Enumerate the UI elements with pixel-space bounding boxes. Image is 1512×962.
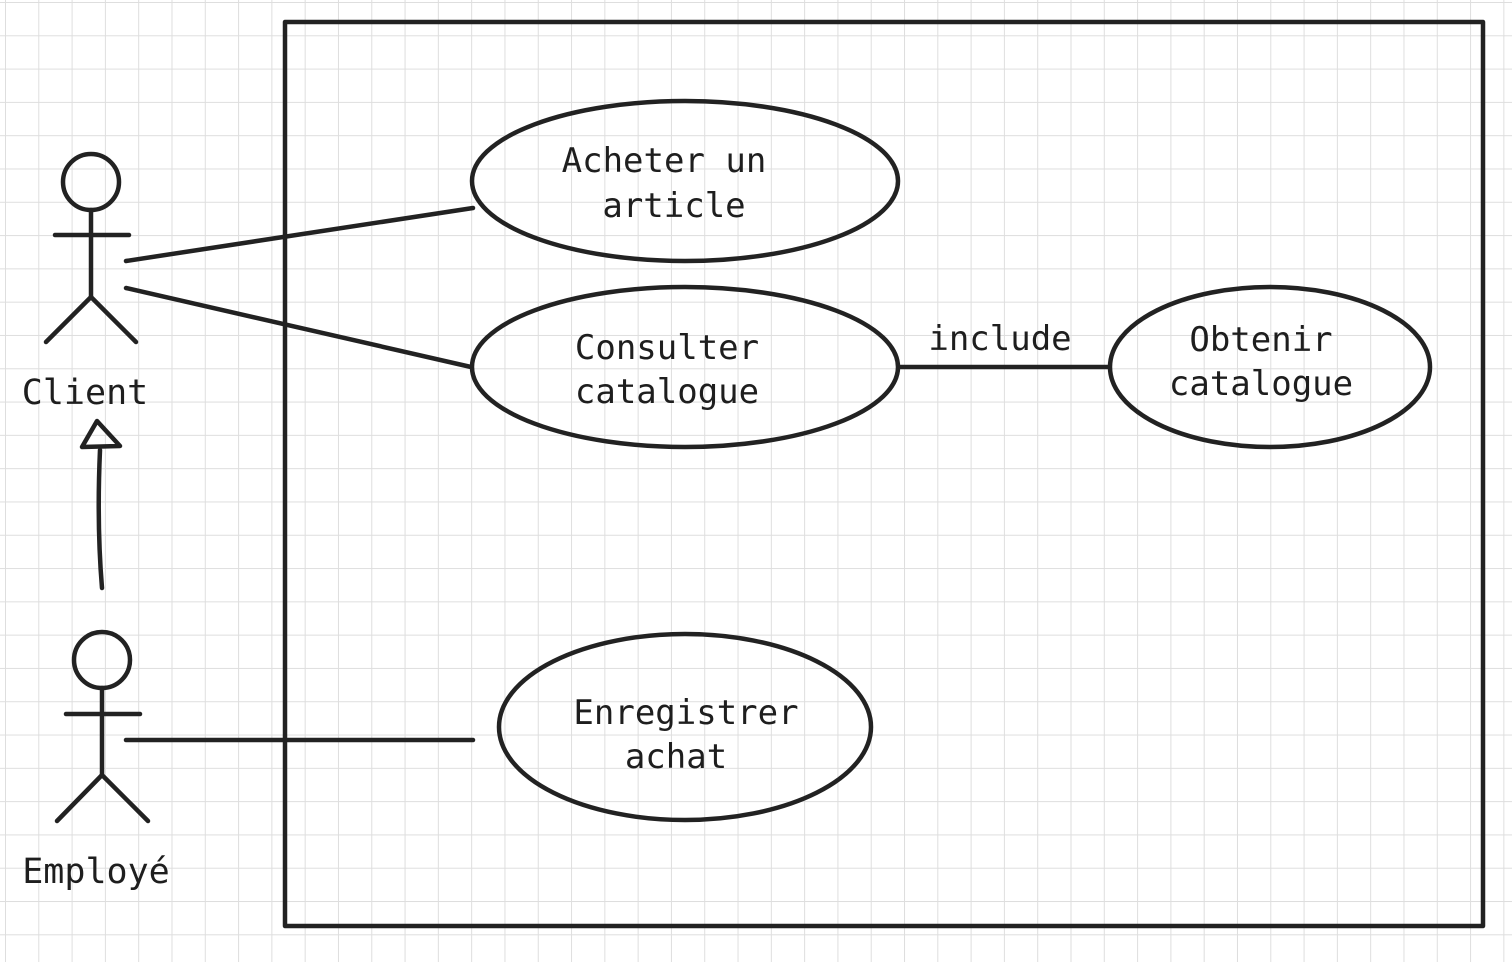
actor-employe[interactable]: Employé <box>22 629 170 892</box>
use-case-acheter-line2: article <box>602 186 745 226</box>
use-case-enregistrer-line1: Enregistrer <box>573 693 798 733</box>
association-client-acheter[interactable] <box>123 205 476 264</box>
system-boundary <box>282 19 1486 929</box>
use-case-obtenir-line1: Obtenir <box>1189 320 1332 360</box>
actor-client-leg-right <box>88 294 139 345</box>
use-case-acheter-ellipse <box>469 98 901 264</box>
use-case-enregistrer-achat[interactable]: Enregistrer achat <box>496 631 874 823</box>
actor-client-label: Client <box>22 373 148 413</box>
generalization-arrow[interactable] <box>79 418 123 591</box>
generalization-arrowhead <box>79 418 123 450</box>
include-label: include <box>928 319 1071 359</box>
use-case-acheter-line1: Acheter un <box>562 141 767 181</box>
actor-client[interactable]: Client <box>22 151 148 413</box>
use-case-obtenir-line2: catalogue <box>1169 364 1353 404</box>
use-case-obtenir-ellipse <box>1107 284 1433 450</box>
use-case-obtenir-catalogue[interactable]: Obtenir catalogue <box>1107 284 1433 450</box>
use-case-enregistrer-line2: achat <box>625 737 727 777</box>
actor-employe-leg-right <box>99 772 151 824</box>
association-client-consulter[interactable] <box>123 285 474 370</box>
use-case-consulter-line2: catalogue <box>575 372 759 412</box>
actor-client-leg-left <box>43 294 94 345</box>
use-case-consulter-catalogue[interactable]: Consulter catalogue <box>469 284 901 450</box>
use-case-acheter-article[interactable]: Acheter un article <box>469 98 901 264</box>
use-case-enregistrer-ellipse <box>496 631 874 823</box>
actor-employe-leg-left <box>54 772 105 824</box>
use-case-consulter-ellipse <box>469 284 901 450</box>
actor-employe-label: Employé <box>22 852 170 892</box>
actor-employe-head <box>71 629 133 691</box>
generalization-line <box>96 447 105 591</box>
actor-client-head <box>60 151 122 213</box>
use-case-consulter-line1: Consulter <box>575 328 759 368</box>
